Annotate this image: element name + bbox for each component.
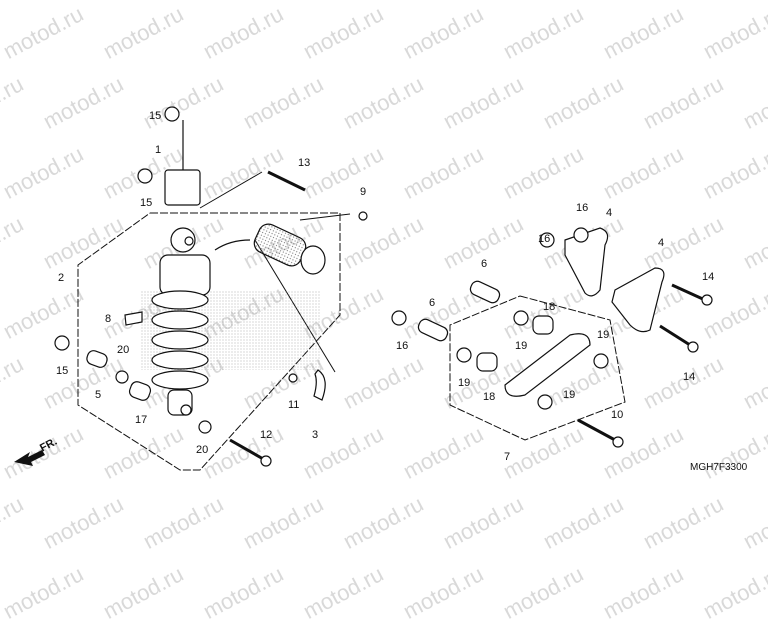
part-callout: 19 — [597, 329, 610, 341]
part-callout: 12 — [260, 429, 273, 441]
part-callout: 15 — [56, 365, 69, 377]
part-callout: 20 — [117, 344, 130, 356]
part-callout: 10 — [611, 409, 624, 421]
part-callout: 1 — [155, 144, 162, 156]
part-callout: 14 — [702, 271, 715, 283]
part-callout: 20 — [196, 444, 209, 456]
part-callout: 18 — [543, 301, 556, 313]
part-callout: 9 — [360, 186, 367, 198]
part-callout: 16 — [538, 233, 551, 245]
part-callout: 3 — [312, 429, 319, 441]
linkage-parts — [391, 227, 713, 448]
part-callout: 19 — [458, 377, 471, 389]
part-callout: 8 — [105, 313, 112, 325]
part-callout: 15 — [149, 110, 162, 122]
part-callout: 16 — [576, 202, 589, 214]
part-callout: 4 — [658, 237, 665, 249]
part-callout: 13 — [298, 157, 311, 169]
part-callout: 18 — [483, 391, 496, 403]
part-callout: 17 — [135, 414, 148, 426]
part-callout: 15 — [140, 197, 153, 209]
exploded-parts-diagram — [14, 106, 713, 471]
part-callout: 6 — [429, 297, 436, 309]
part-callout: 16 — [396, 340, 409, 352]
part-callout: 2 — [58, 272, 65, 284]
front-arrow-icon — [14, 450, 45, 466]
part-callout: 19 — [563, 389, 576, 401]
part-callout: 14 — [683, 371, 696, 383]
diagram-code: MGH7F3300 — [690, 462, 748, 473]
part-callout: 7 — [504, 451, 511, 463]
part-callout: 11 — [288, 399, 300, 411]
shock-absorber — [54, 106, 368, 467]
part-callout: 4 — [606, 207, 613, 219]
part-callout: 5 — [95, 389, 102, 401]
part-callout: 19 — [515, 340, 528, 352]
part-callout: 6 — [481, 258, 488, 270]
